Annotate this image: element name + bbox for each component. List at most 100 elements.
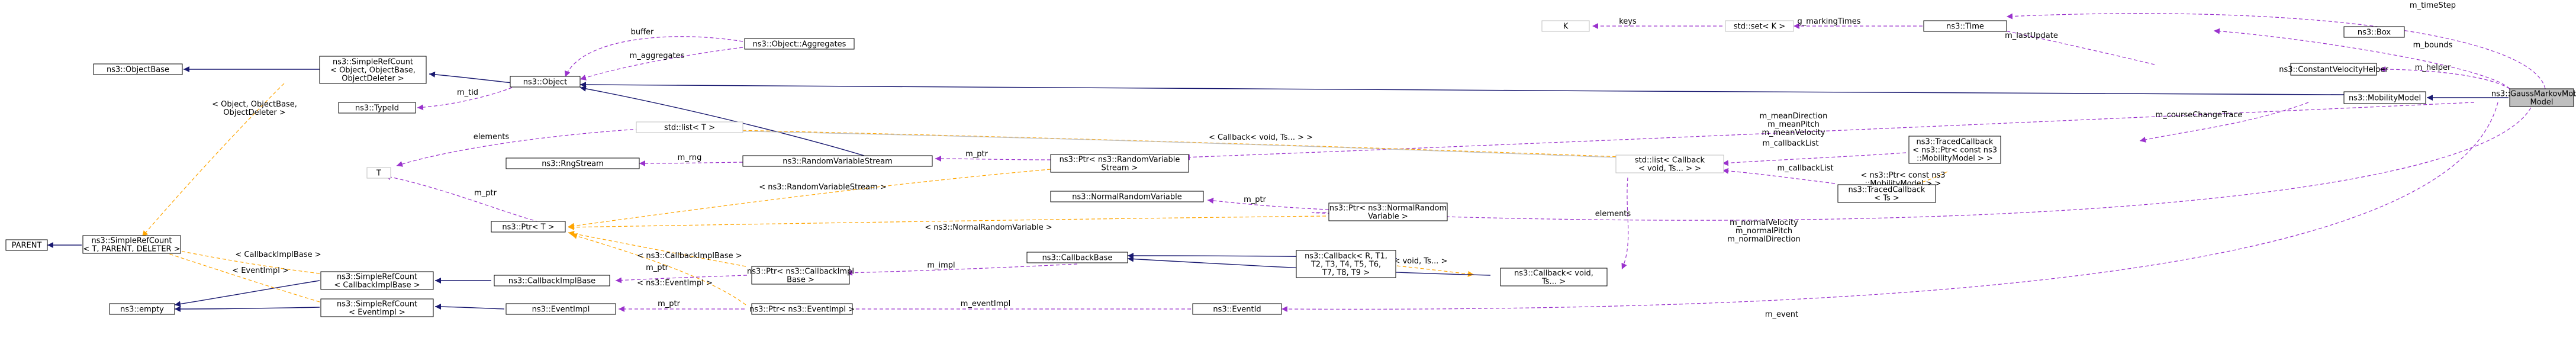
node-object-base[interactable]: ns3::ObjectBase (93, 63, 183, 75)
node-k[interactable]: K (1541, 20, 1590, 32)
node-rv-stream[interactable]: ns3::RandomVariableStream (742, 155, 933, 167)
edge-elements-callback (1621, 177, 1629, 270)
edge-m-coursechangetrace (2139, 102, 2309, 143)
edge-inh-srf-cib-empty (174, 280, 320, 307)
node-label: ns3::RngStream (542, 160, 604, 169)
edge-layer (47, 13, 2546, 313)
edge-label-void-ts: < void, Ts... > (1394, 257, 1448, 266)
node-box (1296, 250, 1396, 278)
node-box (510, 76, 581, 88)
node-label: K (1563, 22, 1569, 31)
node-box (319, 56, 427, 84)
node-label: ns3::Callback< void, (1514, 269, 1593, 278)
node-srf-t-parent[interactable]: ns3::SimpleRefCount< T, PARENT, DELETER … (82, 235, 181, 254)
node-normal-rv[interactable]: ns3::NormalRandomVariable (1050, 191, 1204, 202)
node-t[interactable]: T (366, 167, 391, 179)
node-box (494, 275, 610, 287)
node-event-impl[interactable]: ns3::EventImpl (505, 303, 616, 315)
node-std-list-callback[interactable]: std::list< Callback< void, Ts... > > (1615, 154, 1724, 173)
edge-m-rng (639, 160, 743, 166)
node-type-id[interactable]: ns3::TypeId (338, 102, 416, 114)
node-layer: ns3::GaussMarkovMobilityModel ns3::Mobili… (5, 20, 2576, 317)
edge-label-buffer: buffer (631, 28, 654, 37)
node-object[interactable]: ns3::Object (510, 76, 581, 88)
edge-label-m-callbackList-1: m_callbackList (1762, 139, 1818, 148)
node-box (5, 239, 48, 251)
edge-label-nrv-tpl: < ns3::NormalRandomVariable > (925, 223, 1052, 232)
node-label: ns3::EventId (1213, 305, 1261, 314)
node-box (1050, 154, 1189, 173)
node-label: ns3::NormalRandomVariable (1072, 193, 1182, 202)
node-gauss-markov[interactable]: ns3::GaussMarkovMobilityModel (2491, 88, 2576, 107)
node-ptr-normal-rv[interactable]: ns3::Ptr< ns3::NormalRandomVariable > (1328, 202, 1448, 221)
edge-inh-mobility-object (579, 82, 2345, 95)
node-srf-callback-impl-base[interactable]: ns3::SimpleRefCount< CallbackImplBase > (320, 271, 434, 290)
node-ptr-event-impl[interactable]: ns3::Ptr< ns3::EventImpl > (749, 303, 855, 315)
node-label: ns3::Time (1946, 22, 1984, 31)
node-label: < T, PARENT, DELETER > (83, 245, 180, 254)
edge-label-ei-tpl: < ns3::EventImpl > (637, 279, 713, 288)
edge-m-aggregates (579, 47, 743, 81)
node-srf-object[interactable]: ns3::SimpleRefCount< Object, ObjectBase,… (319, 56, 427, 84)
node-box (1026, 252, 1128, 263)
node-callback-r-t1[interactable]: ns3::Callback< R, T1,T2, T3, T4, T5, T6,… (1296, 250, 1396, 278)
node-label: ns3::TracedCallback (1849, 186, 1925, 195)
node-label: ::MobilityModel > > (1917, 154, 1993, 163)
node-empty[interactable]: ns3::empty (109, 303, 175, 315)
node-box (1192, 303, 1282, 315)
node-box[interactable]: ns3::Box (2343, 26, 2405, 38)
edge-label-m-bounds: m_bounds (2413, 41, 2453, 50)
node-box (1500, 268, 1608, 287)
edge-label-m-ptr-rvs: m_ptr (965, 150, 988, 159)
edge-tpl-callback-list (659, 125, 1622, 157)
edge-m-timestep (2006, 13, 2546, 89)
node-box (82, 235, 181, 254)
edge-m-ptr-t (384, 174, 551, 226)
node-parent[interactable]: PARENT (5, 239, 48, 251)
node-box (505, 303, 616, 315)
edge-label-m-helper: m_helper (2415, 63, 2451, 72)
node-rng-stream[interactable]: ns3::RngStream (505, 157, 640, 169)
edge-label-m-normal-trio: m_normalVelocity (1730, 218, 1798, 227)
edge-label-m-eventImpl: m_eventImpl (961, 300, 1011, 308)
node-label: ns3::EventImpl (532, 305, 590, 314)
node-box (491, 221, 566, 233)
node-box (1908, 136, 2001, 164)
node-box (751, 303, 853, 315)
edge-m-bounds (2213, 28, 2510, 89)
node-label: ns3::Ptr< ns3::CallbackImpl (747, 268, 854, 276)
node-label: < Object, ObjectBase, (330, 66, 416, 75)
node-label: < CallbackImplBase > (334, 281, 420, 290)
node-ptr-callback-impl-base[interactable]: ns3::Ptr< ns3::CallbackImplBase > (747, 266, 854, 285)
node-time[interactable]: ns3::Time (1923, 20, 2007, 32)
edge-label-m-rng: m_rng (678, 153, 702, 162)
node-callback-impl-base[interactable]: ns3::CallbackImplBase (494, 275, 610, 287)
node-traced-callback-ptr[interactable]: ns3::TracedCallback< ns3::Ptr< const ns3… (1908, 136, 2001, 164)
edge-inh-srf-ei-empty (174, 305, 320, 312)
edge-m-event (1281, 102, 2498, 313)
node-label: ns3::CallbackBase (1042, 254, 1113, 263)
edge-inh-ei-srf (434, 304, 505, 310)
node-object-aggregates[interactable]: ns3::Object::Aggregates (744, 38, 855, 50)
node-set-k[interactable]: std::set< K > (1725, 20, 1794, 32)
edge-m-tid (417, 87, 513, 111)
node-event-id[interactable]: ns3::EventId (1192, 303, 1282, 315)
node-box (2509, 88, 2574, 107)
node-cvh[interactable]: ns3::ConstantVelocityHelper (2279, 63, 2388, 76)
node-label: ns3::Object (523, 78, 567, 87)
node-label: < void, Ts... > > (1638, 165, 1701, 173)
node-callback-base[interactable]: ns3::CallbackBase (1026, 252, 1128, 263)
node-box (338, 102, 416, 114)
node-srf-event-impl[interactable]: ns3::SimpleRefCount< EventImpl > (320, 298, 434, 317)
node-label: ns3::ObjectBase (107, 66, 169, 75)
node-std-list-t[interactable]: std::list< T > (636, 121, 743, 133)
node-mobility-model[interactable]: ns3::MobilityModel (2343, 91, 2426, 104)
node-ptr-rv-stream[interactable]: ns3::Ptr< ns3::RandomVariableStream > (1050, 154, 1189, 173)
edge-inh-rvs-object (579, 85, 865, 156)
node-label: ns3::SimpleRefCount (337, 273, 417, 282)
node-label: ns3::ConstantVelocityHelper (2279, 66, 2388, 75)
node-traced-callback-ts[interactable]: ns3::TracedCallback< Ts > (1837, 184, 1936, 203)
node-label: ns3::MobilityModel (2349, 94, 2421, 103)
node-callback-void-ts[interactable]: ns3::Callback< void,Ts... > (1500, 268, 1608, 287)
node-ptr-t[interactable]: ns3::Ptr< T > (491, 221, 566, 233)
